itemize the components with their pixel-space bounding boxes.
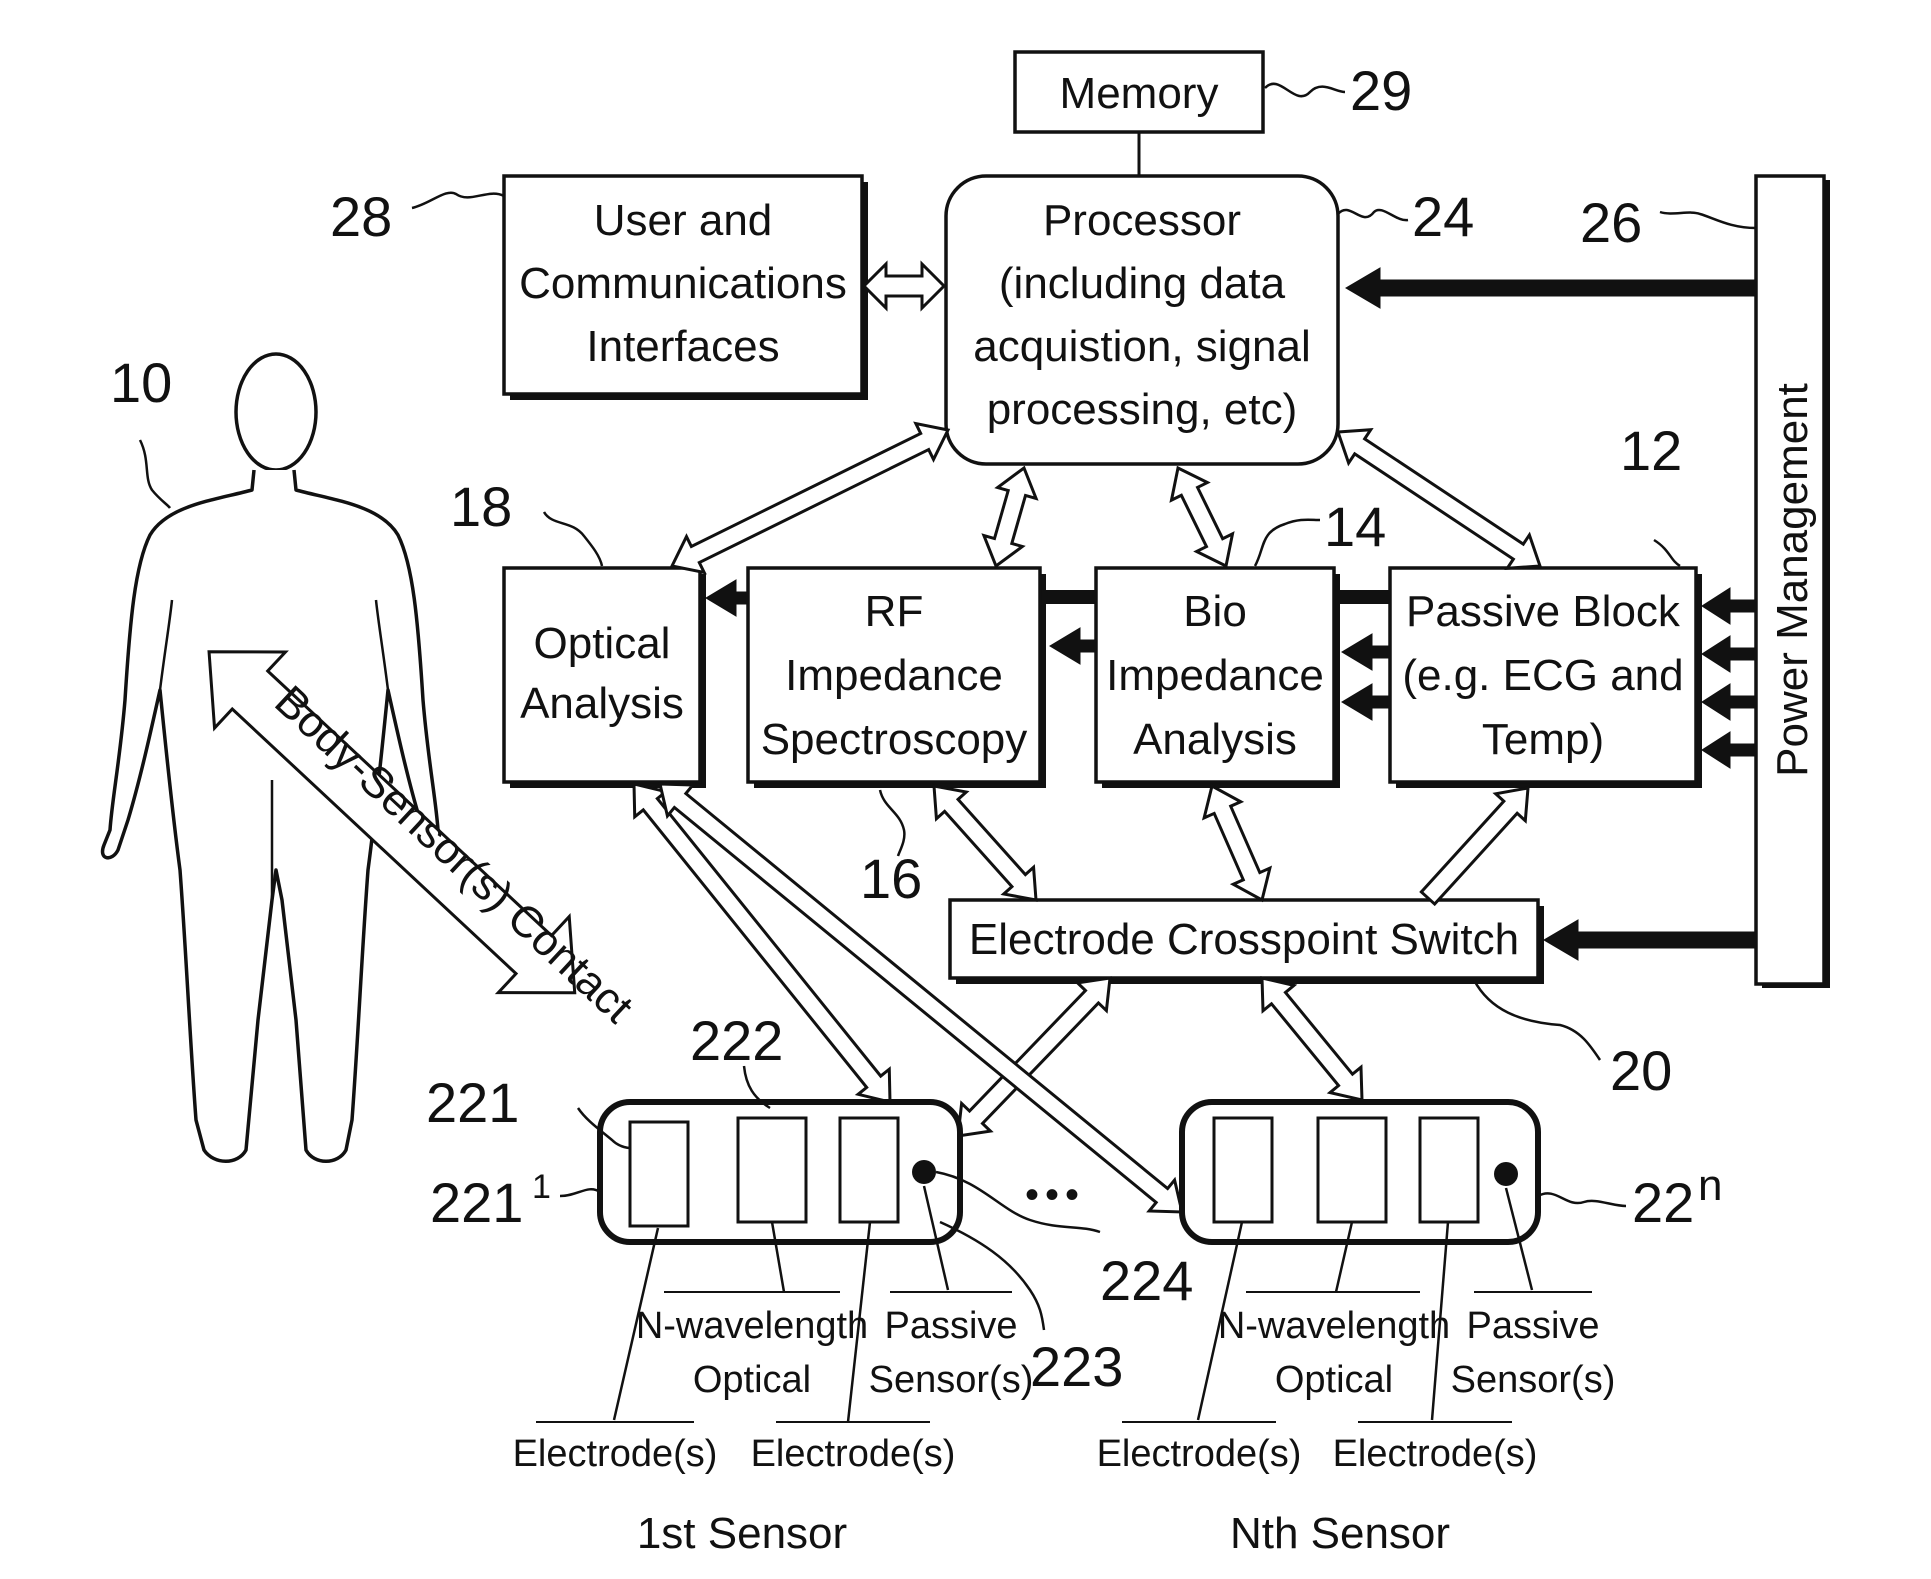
nth-sensor-patch bbox=[1182, 1102, 1538, 1242]
arrow-crosspoint-sensor1 bbox=[944, 964, 1125, 1150]
first-sensor-electrode-b bbox=[840, 1118, 898, 1222]
user-comm-label-3: Interfaces bbox=[586, 322, 779, 371]
nth-passive-label-2: Sensor(s) bbox=[1451, 1359, 1616, 1401]
rf-power-arrows bbox=[1046, 590, 1096, 664]
arrow-processor-rf bbox=[977, 463, 1043, 572]
ref-16: 16 bbox=[860, 847, 922, 910]
electrode-crosspoint-switch-block: Electrode Crosspoint Switch bbox=[950, 900, 1544, 984]
power-management-block: Power Management bbox=[1756, 176, 1830, 988]
first-sensor-patch bbox=[600, 1102, 960, 1242]
first-sensor-passive-dot bbox=[912, 1160, 936, 1184]
arrow-crosspoint-sensorN bbox=[1247, 965, 1378, 1112]
arrow-processor-optical bbox=[663, 412, 957, 584]
human-body-figure bbox=[103, 354, 446, 1161]
nth-optical-label-1: N-wavelength bbox=[1218, 1305, 1450, 1347]
rf-label-2: Impedance bbox=[785, 651, 1003, 700]
ref-18: 18 bbox=[450, 475, 512, 538]
optical-label-1: Optical bbox=[534, 619, 671, 668]
ref-10: 10 bbox=[110, 351, 172, 414]
power-management-label: Power Management bbox=[1768, 383, 1817, 777]
ref-24: 24 bbox=[1412, 185, 1474, 248]
bio-power-arrows bbox=[1340, 590, 1390, 720]
processor-label-4: processing, etc) bbox=[987, 385, 1298, 434]
passive-block: Passive Block (e.g. ECG and Temp) bbox=[1390, 568, 1702, 788]
first-passive-label-1: Passive bbox=[884, 1305, 1017, 1347]
ref-28: 28 bbox=[330, 185, 392, 248]
nth-optical-label-2: Optical bbox=[1275, 1359, 1393, 1401]
optical-power-arrow bbox=[706, 580, 748, 616]
passive-label-3: Temp) bbox=[1482, 715, 1604, 764]
rf-label-3: Spectroscopy bbox=[761, 715, 1028, 764]
ref-223: 223 bbox=[1030, 1335, 1123, 1398]
user-comm-label-1: User and bbox=[594, 196, 773, 245]
ref-29: 29 bbox=[1350, 59, 1412, 122]
rf-impedance-block: RF Impedance Spectroscopy bbox=[748, 568, 1046, 788]
first-sensor-optical bbox=[738, 1118, 806, 1222]
arrow-processor-bio bbox=[1160, 459, 1244, 575]
first-sensor-labels: N-wavelength Optical Passive Sensor(s) E… bbox=[513, 1305, 1034, 1558]
nth-sensor-labels: N-wavelength Optical Passive Sensor(s) E… bbox=[1097, 1305, 1616, 1558]
first-sensor-caption: 1st Sensor bbox=[637, 1509, 847, 1558]
ref-221-1: 221 bbox=[430, 1171, 523, 1234]
arrow-rf-crosspoint bbox=[919, 773, 1051, 914]
ref-221-top: 221 bbox=[426, 1071, 519, 1134]
nth-electrode-b-label: Electrode(s) bbox=[1333, 1433, 1538, 1475]
passive-label-1: Passive Block bbox=[1406, 587, 1681, 636]
ref-224: 224 bbox=[1100, 1249, 1193, 1312]
ref-14: 14 bbox=[1324, 495, 1386, 558]
nth-sensor-optical bbox=[1318, 1118, 1386, 1222]
arrow-comm-processor bbox=[864, 264, 944, 308]
processor-block: Processor (including data acquistion, si… bbox=[946, 176, 1338, 464]
bio-label-2: Impedance bbox=[1106, 651, 1324, 700]
first-electrode-b-label: Electrode(s) bbox=[751, 1433, 956, 1475]
first-optical-label-2: Optical bbox=[693, 1359, 811, 1401]
ref-26: 26 bbox=[1580, 191, 1642, 254]
passive-label-2: (e.g. ECG and bbox=[1402, 651, 1683, 700]
optical-label-2: Analysis bbox=[520, 679, 684, 728]
user-comm-label-2: Communications bbox=[519, 259, 847, 308]
nth-sensor-caption: Nth Sensor bbox=[1230, 1509, 1450, 1558]
processor-label-3: acquistion, signal bbox=[973, 322, 1311, 371]
bio-impedance-block: Bio Impedance Analysis bbox=[1096, 568, 1340, 788]
rf-label-1: RF bbox=[865, 587, 924, 636]
ref-222: 222 bbox=[690, 1009, 783, 1072]
processor-label-1: Processor bbox=[1043, 196, 1241, 245]
arrow-passive-crosspoint bbox=[1413, 775, 1543, 912]
passive-power-arrows bbox=[1702, 588, 1756, 768]
ref-12: 12 bbox=[1620, 419, 1682, 482]
memory-label: Memory bbox=[1060, 69, 1219, 118]
processor-label-2: (including data bbox=[999, 259, 1286, 308]
nth-sensor-electrode-a bbox=[1214, 1118, 1272, 1222]
optical-analysis-block: Optical Analysis bbox=[504, 568, 706, 788]
first-optical-label-1: N-wavelength bbox=[636, 1305, 868, 1347]
bio-label-1: Bio bbox=[1183, 587, 1247, 636]
arrow-bio-crosspoint bbox=[1194, 778, 1281, 908]
ref-22n: 22 bbox=[1632, 1171, 1694, 1234]
first-sensor-electrode-a bbox=[630, 1122, 688, 1226]
nth-sensor-electrode-b bbox=[1420, 1118, 1478, 1222]
ref-22n-superscript: n bbox=[1698, 1161, 1722, 1210]
crosspoint-label: Electrode Crosspoint Switch bbox=[969, 915, 1519, 964]
sensor-ellipsis: ••• bbox=[1025, 1173, 1085, 1217]
ref-221-1-superscript: 1 bbox=[532, 1168, 551, 1206]
memory-block: Memory bbox=[1015, 52, 1263, 132]
nth-passive-label-1: Passive bbox=[1466, 1305, 1599, 1347]
first-electrode-a-label: Electrode(s) bbox=[513, 1433, 718, 1475]
first-passive-label-2: Sensor(s) bbox=[869, 1359, 1034, 1401]
ref-20: 20 bbox=[1610, 1039, 1672, 1102]
nth-electrode-a-label: Electrode(s) bbox=[1097, 1433, 1302, 1475]
nth-sensor-passive-dot bbox=[1494, 1162, 1518, 1186]
user-comm-interfaces-block: User and Communications Interfaces bbox=[504, 176, 868, 400]
bio-label-3: Analysis bbox=[1133, 715, 1297, 764]
